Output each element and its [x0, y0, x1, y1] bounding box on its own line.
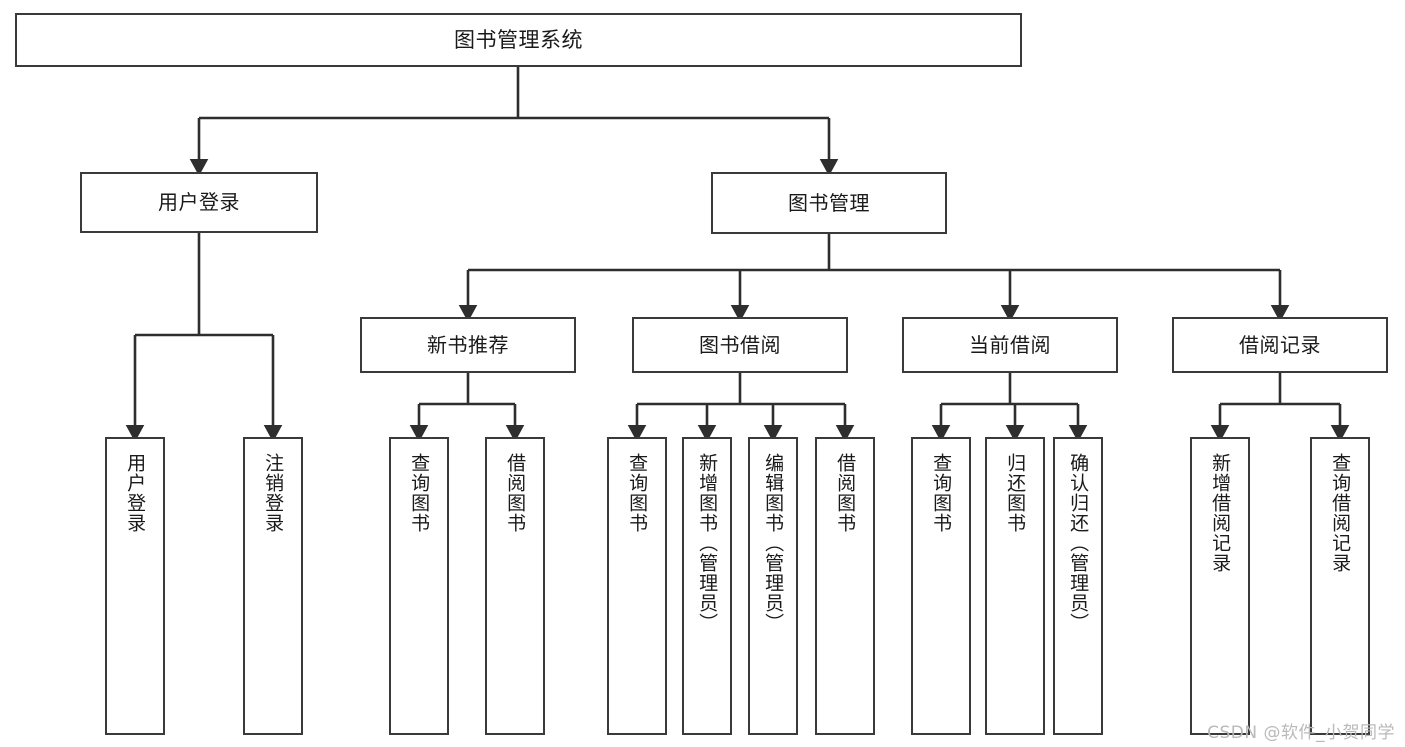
node-new-book-recommend-label: 新书推荐 [427, 332, 509, 357]
node-current-borrow[interactable]: 当前借阅 [902, 317, 1118, 373]
node-leaf-user-login-label: 用户登录 [124, 453, 147, 533]
node-user-login-label: 用户登录 [158, 190, 240, 214]
node-leaf-query-book-2[interactable]: 查询图书 [607, 437, 667, 735]
node-user-login[interactable]: 用户登录 [80, 172, 318, 233]
node-leaf-query-book-1[interactable]: 查询图书 [389, 437, 449, 735]
node-leaf-add-record[interactable]: 新增借阅记录 [1190, 437, 1250, 735]
node-leaf-borrow-book-2-label: 借阅图书 [834, 453, 857, 533]
node-book-manage-label: 图书管理 [788, 190, 870, 215]
node-borrow-record-label: 借阅记录 [1239, 332, 1321, 357]
node-leaf-confirm-return[interactable]: 确认归还（管理员） [1053, 437, 1103, 735]
csdn-watermark: CSDN @软件_小贺同学 [1207, 723, 1395, 743]
node-book-borrow-label: 图书借阅 [699, 332, 781, 357]
node-new-book-recommend[interactable]: 新书推荐 [360, 317, 576, 373]
node-leaf-query-book-3-label: 查询图书 [930, 453, 953, 533]
node-leaf-query-record-label: 查询借阅记录 [1329, 453, 1352, 573]
node-leaf-return-book-label: 归还图书 [1004, 453, 1027, 533]
node-leaf-query-book-1-label: 查询图书 [408, 453, 431, 533]
node-leaf-edit-book-label: 编辑图书（管理员） [762, 453, 785, 633]
node-current-borrow-label: 当前借阅 [969, 332, 1051, 357]
node-root-label: 图书管理系统 [454, 27, 583, 52]
node-leaf-borrow-book-2[interactable]: 借阅图书 [815, 437, 875, 735]
node-leaf-edit-book[interactable]: 编辑图书（管理员） [748, 437, 798, 735]
node-leaf-user-logout-label: 注销登录 [262, 453, 285, 533]
node-leaf-return-book[interactable]: 归还图书 [985, 437, 1045, 735]
node-leaf-query-book-2-label: 查询图书 [626, 453, 649, 533]
node-leaf-add-record-label: 新增借阅记录 [1209, 453, 1232, 573]
node-leaf-confirm-return-label: 确认归还（管理员） [1067, 453, 1090, 633]
node-leaf-add-book-label: 新增图书（管理员） [696, 453, 719, 633]
node-book-manage[interactable]: 图书管理 [711, 172, 947, 234]
node-leaf-query-book-3[interactable]: 查询图书 [911, 437, 971, 735]
node-borrow-record[interactable]: 借阅记录 [1172, 317, 1388, 373]
node-book-borrow[interactable]: 图书借阅 [632, 317, 848, 373]
node-root[interactable]: 图书管理系统 [15, 13, 1022, 67]
node-leaf-borrow-book-1-label: 借阅图书 [504, 453, 527, 533]
node-leaf-add-book[interactable]: 新增图书（管理员） [682, 437, 732, 735]
node-leaf-user-logout[interactable]: 注销登录 [243, 437, 303, 735]
node-leaf-borrow-book-1[interactable]: 借阅图书 [485, 437, 545, 735]
node-leaf-query-record[interactable]: 查询借阅记录 [1310, 437, 1370, 735]
node-leaf-user-login[interactable]: 用户登录 [105, 437, 165, 735]
